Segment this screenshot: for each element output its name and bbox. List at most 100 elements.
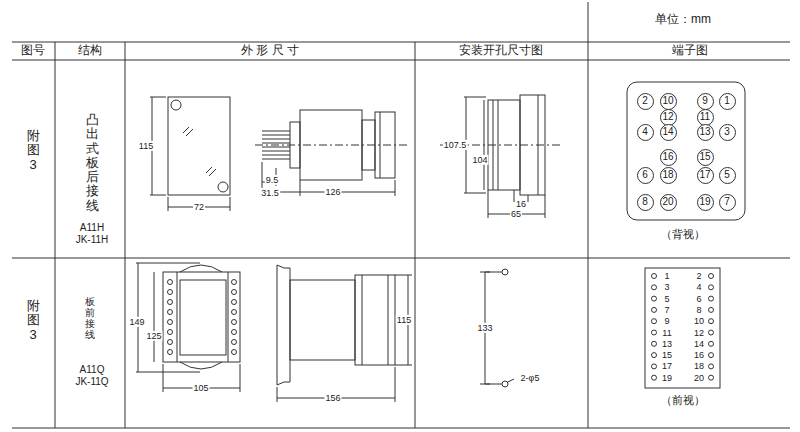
terminal-dot xyxy=(652,364,657,369)
terminal-circle: 1 xyxy=(719,93,736,110)
terminal-dot xyxy=(652,319,657,324)
terminal-circle: 18 xyxy=(660,167,677,184)
terminal-circle: 9 xyxy=(697,93,714,110)
terminal-number: 12 xyxy=(693,327,705,337)
terminal-number: 17 xyxy=(661,361,673,371)
terminal-number: 20 xyxy=(693,373,705,383)
terminal-dot xyxy=(709,285,714,290)
terminal-dot xyxy=(652,274,657,279)
terminal-number: 19 xyxy=(661,373,673,383)
terminal-dot xyxy=(709,375,714,380)
terminal-number: 2 xyxy=(695,271,702,281)
dimension-label: 72 xyxy=(193,202,205,212)
dimension-label: 107.5 xyxy=(443,140,468,150)
dimension-label: 105 xyxy=(192,383,209,393)
terminal-number: 13 xyxy=(699,127,710,137)
terminal-number: 3 xyxy=(663,282,670,292)
terminal-number: 9 xyxy=(702,96,708,106)
terminal-number: 4 xyxy=(642,127,648,137)
terminal-dot xyxy=(652,353,657,358)
dimension-label: 156 xyxy=(324,393,341,403)
model-number: A11Q xyxy=(79,364,106,376)
terminal-circle: 14 xyxy=(660,124,677,141)
terminal-number: 1 xyxy=(724,96,730,106)
terminal-number: 16 xyxy=(693,350,705,360)
view-caption: （背视） xyxy=(660,228,706,241)
dimension-label: 104 xyxy=(471,155,488,165)
model-number: A11H xyxy=(79,222,105,234)
terminal-dot xyxy=(709,353,714,358)
terminal-circle: 11 xyxy=(697,109,714,126)
dimension-label: 149 xyxy=(128,317,145,327)
terminal-number: 16 xyxy=(662,152,673,162)
terminal-dot xyxy=(652,375,657,380)
terminal-dot xyxy=(709,364,714,369)
terminal-dot xyxy=(652,285,657,290)
dimension-label: 2-φ5 xyxy=(520,373,541,383)
terminal-number: 11 xyxy=(700,112,710,122)
terminal-circle: 16 xyxy=(660,149,677,166)
terminal-number: 18 xyxy=(693,361,705,371)
model-number: JK-11Q xyxy=(74,376,109,388)
terminal-dot xyxy=(652,307,657,312)
header-text: 外 形 尺 寸 xyxy=(240,44,300,58)
terminal-number: 17 xyxy=(699,170,710,180)
terminal-dot xyxy=(652,296,657,301)
terminal-dot xyxy=(652,330,657,335)
terminal-number: 10 xyxy=(662,96,673,106)
terminal-dot xyxy=(709,319,714,324)
terminal-circle: 13 xyxy=(697,124,714,141)
terminal-number: 10 xyxy=(693,316,705,326)
header-text: 结构 xyxy=(77,44,103,58)
terminal-circle: 7 xyxy=(719,194,736,211)
terminal-dot xyxy=(652,341,657,346)
terminal-circle: 5 xyxy=(719,167,736,184)
dimension-label: 133 xyxy=(476,323,493,333)
terminal-number: 5 xyxy=(663,293,670,303)
terminal-number: 14 xyxy=(693,339,705,349)
terminal-number: 5 xyxy=(724,170,730,180)
terminal-circle: 17 xyxy=(697,167,714,184)
terminal-number: 15 xyxy=(699,152,710,162)
terminal-number: 2 xyxy=(642,96,648,106)
terminal-circle: 19 xyxy=(697,194,714,211)
terminal-number: 7 xyxy=(724,197,730,207)
terminal-number: 20 xyxy=(662,197,673,207)
unit-note: 单位：mm xyxy=(654,13,712,27)
structure-name: 板前接线 xyxy=(85,296,95,340)
terminal-circle: 15 xyxy=(697,149,714,166)
terminal-number: 9 xyxy=(663,316,670,326)
terminal-number: 7 xyxy=(663,305,670,315)
terminal-number: 15 xyxy=(661,350,673,360)
model-number: JK-11H xyxy=(75,234,110,246)
terminal-number: 8 xyxy=(642,197,648,207)
terminal-dot xyxy=(709,307,714,312)
terminal-number: 11 xyxy=(661,327,672,337)
figure-number: 附图3 xyxy=(27,299,40,342)
terminal-circle: 8 xyxy=(637,194,654,211)
terminal-number: 6 xyxy=(642,170,648,180)
dimension-label: 115 xyxy=(396,315,412,325)
terminal-number: 3 xyxy=(724,127,730,137)
dimension-label: 115 xyxy=(138,141,154,151)
terminal-number: 1 xyxy=(663,271,670,281)
terminal-circle: 3 xyxy=(719,124,736,141)
view-caption: （前视） xyxy=(660,394,706,407)
terminal-circle: 2 xyxy=(637,93,654,110)
terminal-number: 14 xyxy=(662,127,673,137)
terminal-dot xyxy=(709,274,714,279)
terminal-number: 4 xyxy=(695,282,702,292)
header-text: 端子图 xyxy=(671,44,709,58)
dimension-label: 126 xyxy=(324,187,341,197)
header-text: 图号 xyxy=(20,44,46,58)
terminal-dot xyxy=(709,296,714,301)
terminal-number: 6 xyxy=(695,293,702,303)
terminal-number: 12 xyxy=(662,112,673,122)
terminal-circle: 20 xyxy=(660,194,677,211)
figure-number: 附图3 xyxy=(27,129,40,172)
terminal-number: 18 xyxy=(662,170,673,180)
dimension-label: 65 xyxy=(510,209,522,219)
dimension-label: 16 xyxy=(515,199,527,209)
terminal-circle: 4 xyxy=(637,124,654,141)
